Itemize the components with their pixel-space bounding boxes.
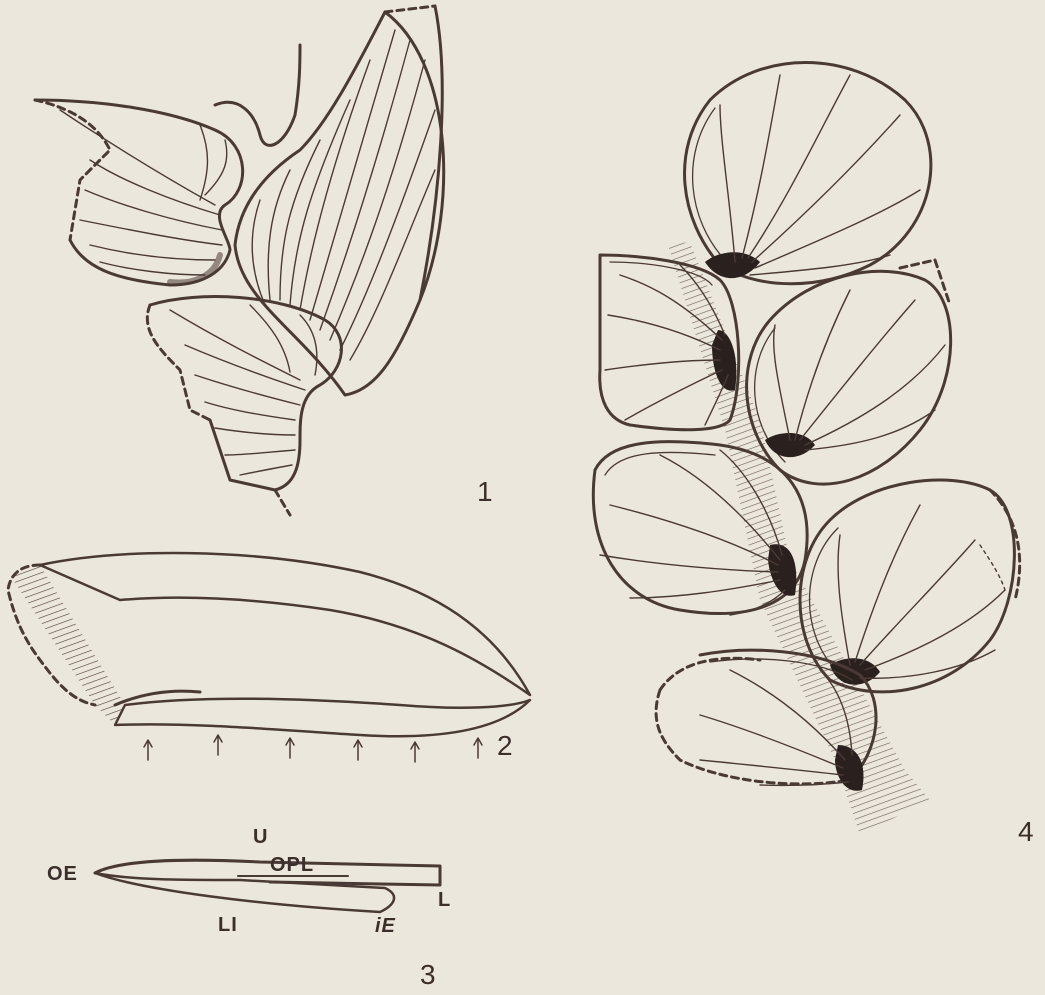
label-outer-end: OE	[47, 864, 78, 884]
label-lower: L	[438, 890, 451, 910]
label-opl: OPL	[270, 855, 314, 875]
figure-3-drawing	[95, 860, 440, 912]
figure-4-number: 4	[1018, 818, 1034, 846]
figure-1-drawing	[35, 6, 444, 515]
figure-1-number: 1	[477, 478, 493, 506]
figure-4-drawing	[593, 63, 1019, 836]
figure-2-number: 2	[497, 732, 513, 760]
label-li: LI	[218, 915, 238, 935]
label-upper: U	[253, 827, 268, 847]
label-inner-end: iE	[375, 916, 396, 936]
figure-3-number: 3	[420, 961, 436, 989]
figure-2-drawing	[8, 553, 530, 762]
